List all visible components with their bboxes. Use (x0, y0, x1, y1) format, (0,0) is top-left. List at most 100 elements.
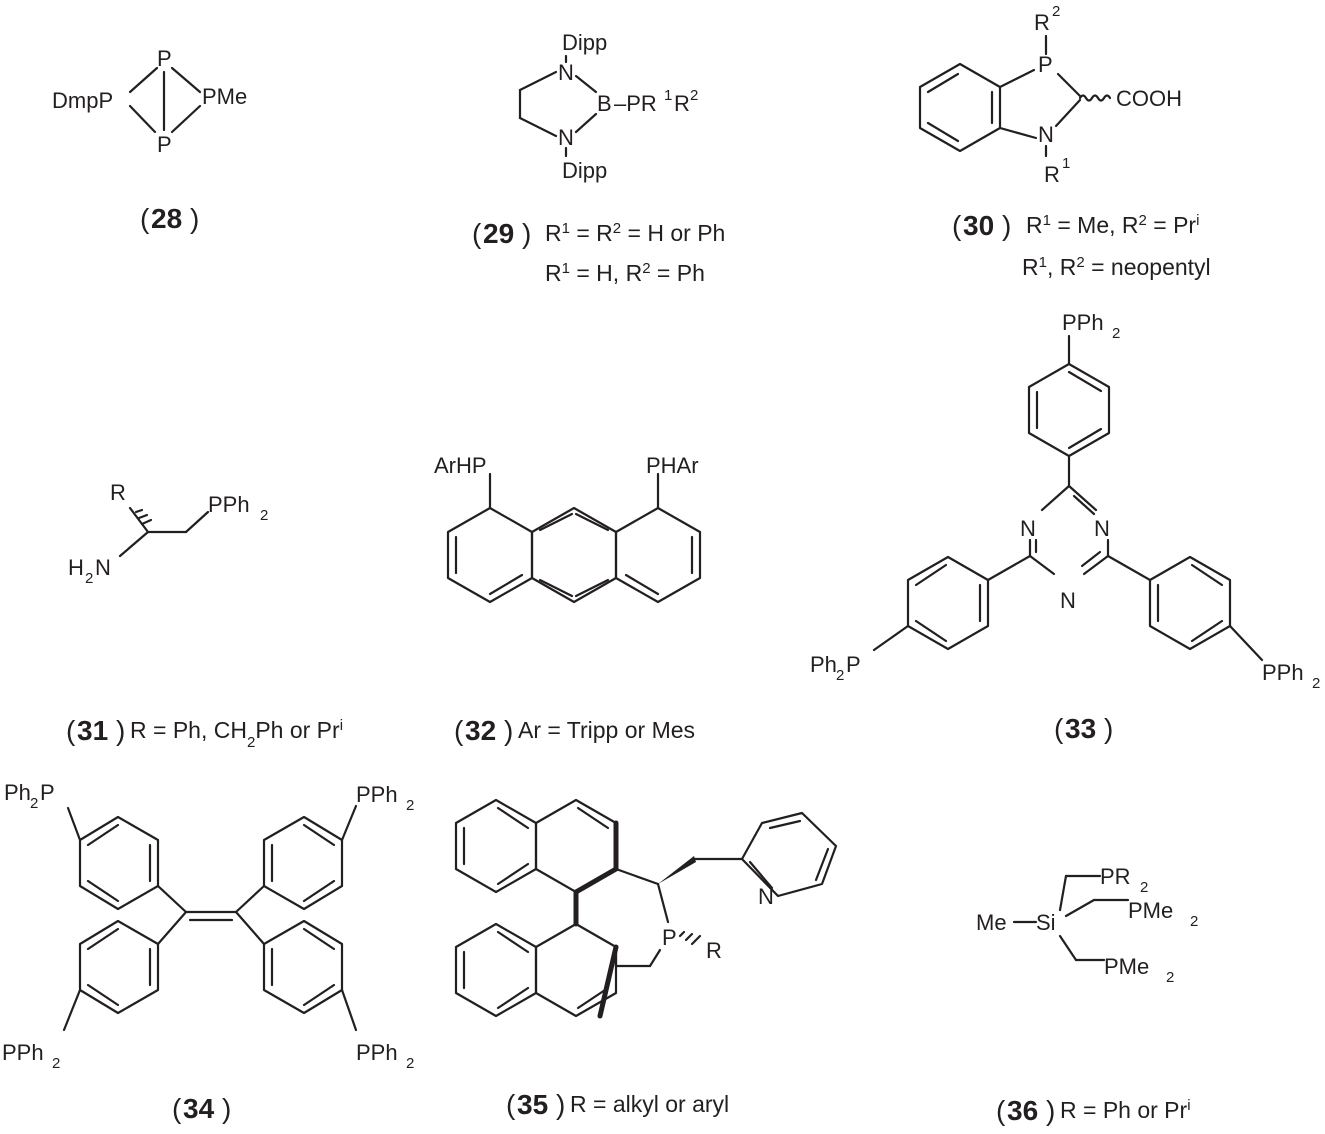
svg-text:PMe: PMe (1128, 898, 1173, 923)
label-31: ( 31 ) R = Ph, CH2Ph or Pri (66, 715, 343, 751)
atom-pme: PMe (202, 84, 247, 109)
svg-text:(: ( (172, 1093, 182, 1124)
svg-text:2: 2 (1052, 3, 1060, 20)
atom-p: P (1038, 52, 1053, 77)
structure-29: N N B Dipp Dipp –PR 1 R 2 (518, 30, 698, 183)
svg-text:): ) (1046, 1095, 1055, 1126)
structure-28: DmpP PMe P P (52, 46, 247, 157)
compound-number-35: 35 (517, 1089, 548, 1120)
svg-text:Si: Si (1036, 910, 1056, 935)
atom-p-top: P (157, 46, 172, 71)
svg-text:P: P (40, 780, 55, 805)
svg-text:PHAr: PHAr (646, 453, 699, 478)
structure-35: P R N (454, 798, 838, 1019)
svg-text:PR: PR (1100, 864, 1131, 889)
label-30: ( 30 ) R1 = Me, R2 = Pri R1, R2 = neopen… (952, 210, 1211, 280)
svg-text:R: R (1044, 162, 1060, 187)
svg-text:2: 2 (406, 797, 414, 814)
structure-33: N N N PPh 2 PPh 2 Ph 2 P (810, 310, 1320, 692)
svg-text:Ph: Ph (810, 652, 837, 677)
svg-text:2: 2 (1112, 325, 1120, 342)
svg-text:2: 2 (260, 507, 268, 524)
svg-text:): ) (1104, 713, 1113, 744)
svg-text:): ) (1002, 210, 1011, 241)
svg-text:PMe: PMe (1104, 954, 1149, 979)
svg-text:2: 2 (85, 570, 93, 587)
label-33: ( 33 ) (1054, 713, 1113, 744)
svg-text:): ) (504, 715, 513, 746)
svg-text:(: ( (1054, 713, 1064, 744)
svg-text:N: N (758, 884, 774, 909)
svg-text:): ) (116, 715, 125, 746)
caption-35: R = alkyl or aryl (570, 1091, 729, 1117)
atom-p-bottom: P (157, 132, 172, 157)
svg-text:(: ( (472, 218, 482, 249)
svg-text:P: P (662, 925, 677, 950)
svg-text:(: ( (140, 203, 150, 234)
structure-36: Me Si PR 2 PMe 2 PMe 2 (976, 864, 1198, 986)
svg-text:2: 2 (52, 1055, 60, 1072)
svg-text:2: 2 (836, 667, 844, 684)
svg-text:Me: Me (976, 910, 1007, 935)
compound-number-30: 30 (963, 210, 994, 241)
svg-text:(: ( (996, 1095, 1006, 1126)
label-29: ( 29 ) R1 = R2 = H or Ph R1 = H, R2 = Ph (472, 218, 732, 287)
label-34: ( 34 ) (172, 1093, 231, 1124)
atom-cooh: COOH (1116, 86, 1182, 111)
svg-text:): ) (556, 1089, 565, 1120)
svg-text:R: R (674, 91, 690, 116)
svg-text:2: 2 (1190, 913, 1198, 930)
compound-number-31: 31 (77, 715, 108, 746)
svg-text:2: 2 (1312, 675, 1320, 692)
svg-text:(: ( (506, 1089, 516, 1120)
structure-32: ArHP PHAr (434, 453, 702, 604)
caption-32: Ar = Tripp or Mes (518, 717, 695, 743)
svg-text:PPh: PPh (356, 782, 398, 807)
atom-n-bottom: N (558, 125, 574, 150)
svg-text:1: 1 (664, 87, 672, 104)
svg-text:2: 2 (690, 87, 698, 104)
label-35: ( 35 ) R = alkyl or aryl (506, 1089, 729, 1120)
svg-text:PPh: PPh (356, 1040, 398, 1065)
svg-text:2: 2 (1140, 879, 1148, 896)
svg-text:H: H (68, 555, 84, 580)
structure-30: P N COOH R 2 R 1 (918, 3, 1182, 187)
svg-text:2: 2 (30, 795, 38, 812)
svg-text:1: 1 (1062, 155, 1070, 172)
caption-31: R = Ph, CH2Ph or Pri (130, 717, 343, 751)
label-32: ( 32 ) Ar = Tripp or Mes (454, 715, 695, 746)
svg-text:Ph: Ph (4, 780, 31, 805)
compound-number-33: 33 (1065, 713, 1096, 744)
compound-number-36: 36 (1007, 1095, 1038, 1126)
caption-30: R1 = Me, R2 = Pri R1, R2 = neopentyl (1022, 212, 1211, 281)
svg-text:R: R (1034, 10, 1050, 35)
svg-text:R: R (110, 480, 126, 505)
compound-number-29: 29 (483, 218, 514, 249)
svg-text:N: N (1060, 588, 1076, 613)
label-36: ( 36 ) R = Ph or Pri (996, 1095, 1191, 1126)
svg-text:2: 2 (406, 1055, 414, 1072)
atom-dipp-top: Dipp (562, 30, 607, 55)
svg-text:N: N (1094, 516, 1110, 541)
atom-n: N (1038, 122, 1054, 147)
svg-text:ArHP: ArHP (434, 453, 487, 478)
atom-pr: –PR (614, 91, 657, 116)
svg-text:N: N (95, 555, 111, 580)
atom-n-top: N (558, 60, 574, 85)
atom-b: B (597, 91, 612, 116)
svg-text:(: ( (66, 715, 76, 746)
svg-text:P: P (846, 652, 861, 677)
compound-number-34: 34 (183, 1093, 215, 1124)
structure-31: R PPh 2 H 2 N (68, 480, 268, 587)
svg-text:PPh: PPh (208, 492, 250, 517)
svg-text:PPh: PPh (1062, 310, 1104, 335)
compound-number-32: 32 (465, 715, 496, 746)
svg-text:N: N (1020, 516, 1036, 541)
structure-34: Ph 2 P PPh 2 PPh 2 PPh 2 (2, 780, 414, 1072)
svg-text:2: 2 (1166, 969, 1174, 986)
label-28: ( 28 ) (140, 203, 199, 234)
svg-text:): ) (190, 203, 199, 234)
caption-29: R1 = R2 = H or Ph R1 = H, R2 = Ph (545, 220, 732, 287)
atom-dmpp: DmpP (52, 88, 113, 113)
